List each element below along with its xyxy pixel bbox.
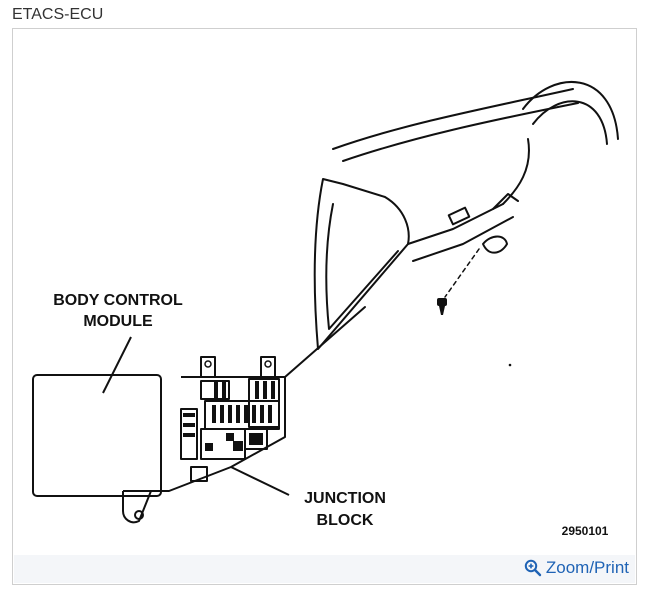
zoom-print-label: Zoom/Print	[545, 558, 629, 577]
dash-top-curve	[332, 88, 574, 150]
image-caption: ETACS-ECU	[12, 6, 104, 23]
panel-edge-2	[412, 216, 514, 262]
screw-icon	[437, 298, 447, 315]
zoom-print-link[interactable]: Zoom/Print	[524, 558, 629, 578]
label-block-line2: BLOCK	[317, 512, 374, 529]
magnifier-plus-icon	[524, 559, 542, 577]
mount-hole	[134, 510, 144, 520]
steering-wheel-arc	[522, 80, 619, 140]
lower-dash-inner	[325, 203, 399, 330]
dash-top-curve-2	[342, 102, 579, 162]
harness-line	[492, 193, 519, 210]
figure-number: 2950101	[562, 524, 609, 538]
diagram-footer: Zoom/Print	[14, 555, 635, 583]
diagram-illustration: BODY CONTROL MODULE JUNCTION BLOCK 29501…	[32, 80, 619, 538]
body-control-module-box	[32, 374, 162, 497]
steering-wheel-inner	[532, 100, 608, 145]
lower-dash-outline	[313, 178, 410, 350]
leader-to-dash	[284, 306, 366, 378]
diagram-frame: BODY CONTROL MODULE JUNCTION BLOCK 29501…	[12, 28, 637, 585]
label-module-line2: MODULE	[83, 313, 153, 330]
bracket-slot	[447, 206, 471, 226]
steering-column	[502, 138, 530, 205]
label-block-line1: JUNCTION	[304, 490, 386, 507]
dashed-guide	[444, 248, 480, 298]
stray-dot	[508, 363, 512, 367]
panel-edge	[407, 203, 504, 245]
clip-part	[482, 235, 508, 254]
module-leader	[102, 336, 132, 394]
junction-leader	[230, 466, 290, 496]
label-module-line1: BODY CONTROL	[53, 292, 183, 309]
